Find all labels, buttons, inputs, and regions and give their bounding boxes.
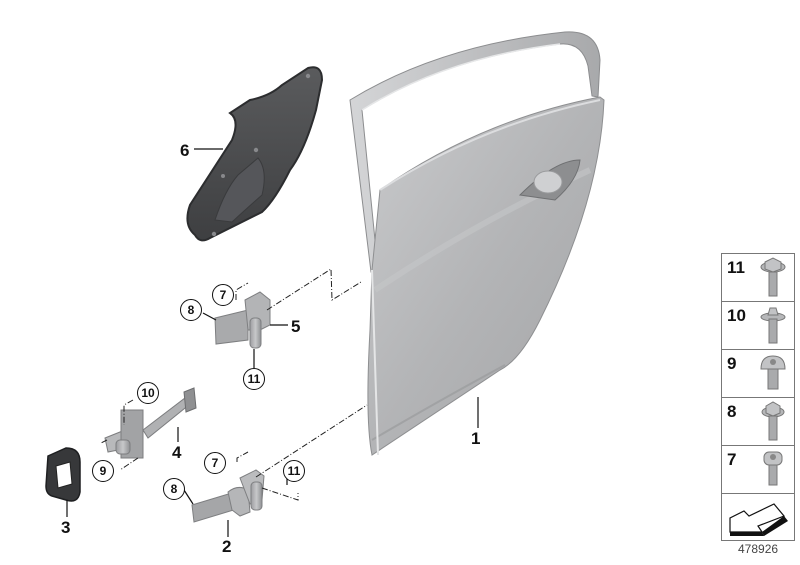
callout-4: 4 <box>172 443 182 462</box>
door-cover-panel[interactable] <box>186 66 324 242</box>
circled-ref-8-upper: 8 <box>180 299 202 321</box>
circled-ref-7-lower: 7 <box>204 452 226 474</box>
leader-lines <box>66 148 479 537</box>
lower-door-hinge[interactable] <box>191 469 265 523</box>
callout-2: 2 <box>222 537 232 556</box>
assembly-lines <box>100 268 368 501</box>
circled-ref-11-upper: 11 <box>243 368 265 390</box>
door-brake[interactable] <box>104 387 197 459</box>
document-number: 478926 <box>738 542 779 556</box>
hex-flange-bolt-icon <box>761 401 785 441</box>
torx-flange-bolt-icon <box>760 307 786 344</box>
circled-ref-8-lower: 8 <box>163 478 185 500</box>
upper-door-hinge[interactable] <box>214 291 271 349</box>
torx-cap-screw-icon <box>763 451 783 486</box>
direction-arrow-icon <box>729 503 788 536</box>
legend-cell-8[interactable]: 8 <box>722 398 794 446</box>
circled-ref-7-upper: 7 <box>212 284 234 306</box>
hex-flange-bolt-icon <box>760 257 786 297</box>
door-shell[interactable] <box>349 31 605 456</box>
legend-cell-9[interactable]: 9 <box>722 350 794 398</box>
legend-cell-orientation <box>722 494 794 540</box>
legend-cell-11[interactable]: 11 <box>722 254 794 302</box>
fastener-legend: 11 10 9 8 <box>721 253 795 541</box>
callout-5: 5 <box>291 317 301 336</box>
circled-ref-9-brake: 9 <box>92 460 114 482</box>
callout-1: 1 <box>471 429 481 448</box>
legend-cell-7[interactable]: 7 <box>722 446 794 494</box>
legend-cell-10[interactable]: 10 <box>722 302 794 350</box>
circled-ref-10-brake: 10 <box>137 382 159 404</box>
door-brake-seal[interactable] <box>45 447 81 502</box>
callout-3: 3 <box>61 518 71 537</box>
torx-pan-head-bolt-icon <box>760 355 786 390</box>
callout-6: 6 <box>180 141 190 160</box>
circled-ref-11-lower: 11 <box>283 460 305 482</box>
